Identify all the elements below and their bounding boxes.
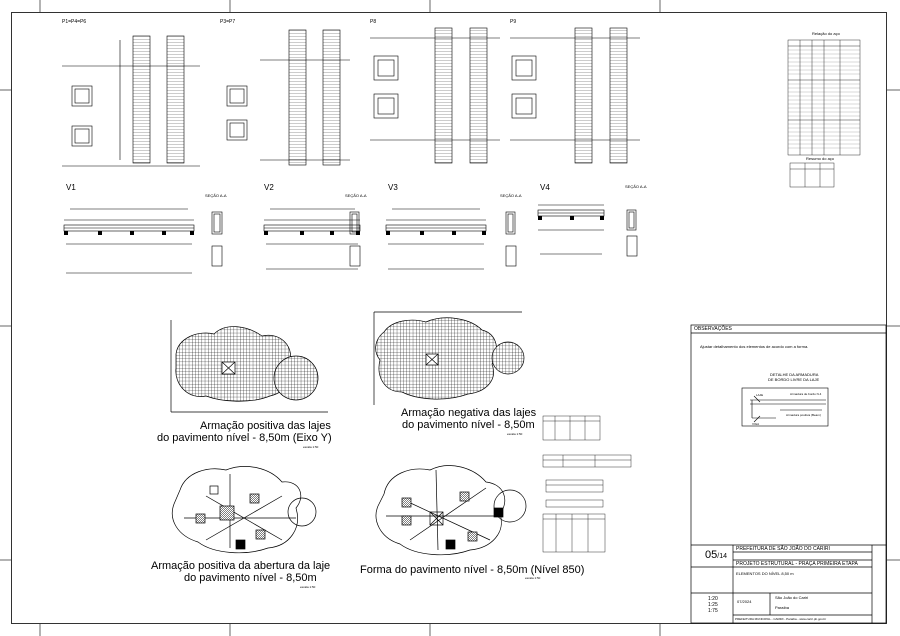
slab-positive-title-line1: Armação positiva das lajes [200, 420, 331, 432]
detail-label-a: Armadura de bordo N.4 [790, 392, 822, 396]
slab-opening-title-line2: do pavimento nível - 8,50m [184, 572, 317, 584]
client-name: PREFEITURA DE SÃO JOÃO DO CARIRI [736, 546, 830, 552]
observations-text: Ajustar detalhamento dos elementos de ac… [700, 344, 809, 349]
slab-negative-scale: escala 1:50 [507, 432, 523, 436]
detail-title-1: DETALHE DA ARMADURA [770, 372, 819, 377]
slab-small-tables [542, 415, 632, 553]
title-block-footer: PREFEITURA MUNICIPAL - CARIRI - Paraíba … [735, 617, 827, 621]
steel-relation-title: Relação do aço [812, 31, 840, 36]
city-name: São João do Cariri [775, 595, 809, 600]
slab-negative [373, 311, 525, 405]
scale-3: 1:75 [708, 608, 718, 614]
slab-positive-y [170, 320, 328, 413]
slab-forma [375, 465, 527, 556]
steel-table-rows [788, 49, 860, 149]
scale-2: 1:25 [708, 602, 718, 608]
sheet-border [11, 12, 887, 624]
steel-summary-title: Resumo do aço [806, 156, 835, 161]
pillar-name-p3: P3=P7 [220, 19, 236, 25]
beam-section-v3: SEÇÃO A-A [500, 193, 522, 198]
drawing-date: 07/2024 [737, 599, 752, 604]
project-name: PROJETO ESTRUTURAL - PRAÇA PRIMEIRA ETAP… [736, 561, 858, 567]
beam-name-v3: V3 [388, 183, 398, 192]
beam-name-v4: V4 [540, 183, 550, 192]
slab-opening-title-line1: Armação positiva da abertura da laje [151, 560, 331, 572]
pillar-details [62, 27, 640, 167]
bordo-detail [741, 387, 829, 427]
steel-relation-table [787, 39, 861, 188]
state-name: Paraíba [775, 605, 790, 610]
title-block-frame [690, 324, 887, 624]
detail-label-laje: LAJE [756, 393, 764, 397]
beam-details [63, 204, 638, 274]
sheet-total: /14 [717, 553, 727, 560]
beam-support-marks [64, 216, 604, 235]
pillar-name-p1: P1=P4=P6 [62, 19, 87, 25]
beam-section-v4: SEÇÃO A-A [625, 184, 647, 189]
slab-negative-title-line1: Armação negativa das lajes [401, 407, 537, 419]
scale-1: 1:20 [708, 596, 718, 602]
slab-positive-scale: escala 1:50 [303, 445, 319, 449]
slab-opening-scale: escala 1:50 [300, 585, 316, 589]
sheet-current: 05 [705, 549, 718, 561]
slab-positive-title-line2: do pavimento nível - 8,50m (Eixo Y) [157, 432, 332, 444]
observations-title: OBSERVAÇÕES [694, 326, 732, 332]
pillar-name-p9: P9 [510, 19, 517, 25]
sheet-number: 05/14 [705, 550, 727, 561]
beam-name-v2: V2 [264, 183, 274, 192]
detail-label-b: Armadura positiva (Beam) [786, 413, 821, 417]
slab-opening [172, 466, 317, 554]
content-description: ELEMENTOS DO NÍVEL 8,50 m [736, 571, 794, 576]
beam-section-v2: SEÇÃO A-A [345, 193, 367, 198]
detail-label-viga: VIGA [752, 422, 760, 426]
slab-forma-scale: escala 1:50 [525, 576, 541, 580]
slab-forma-title: Forma do pavimento nível - 8,50m (Nível … [360, 564, 585, 576]
beam-section-v1: SEÇÃO A-A [205, 193, 227, 198]
beam-name-v1: V1 [66, 183, 76, 192]
pillar-name-p8: P8 [370, 19, 377, 25]
detail-title-2: DE BORDO LIVRE DA LAJE [768, 377, 820, 382]
slab-negative-title-line2: do pavimento nível - 8,50m [402, 419, 535, 431]
